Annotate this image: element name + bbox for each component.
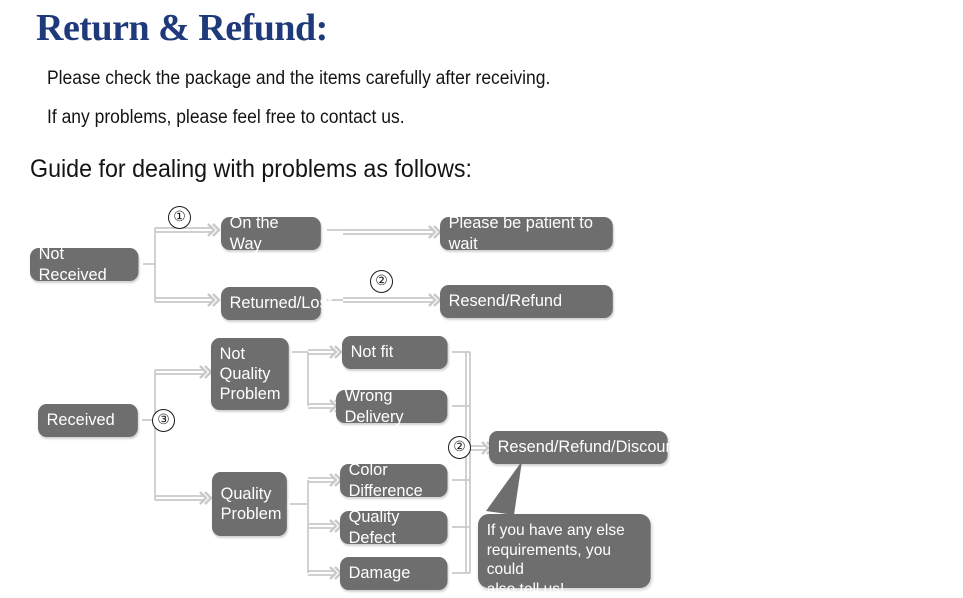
node-resend-refund[interactable]: Resend/Refund [440, 285, 613, 318]
node-wrong-delivery[interactable]: Wrong Delivery [336, 386, 448, 426]
node-returned-lost[interactable]: Returned/Lost [221, 287, 332, 320]
node-resend-refund-discount[interactable]: Resend/Refund/Discount [489, 431, 679, 464]
intro-line-2: If any problems, please feel free to con… [47, 107, 405, 128]
node-damage[interactable]: Damage [340, 557, 448, 590]
step-marker-2-top: ② [370, 270, 393, 293]
node-not-received[interactable]: Not Received [30, 244, 139, 284]
node-on-the-way[interactable]: On the Way [221, 213, 321, 253]
step-marker-1: ① [168, 206, 191, 229]
node-not-quality-problem[interactable]: Not Quality Problem [211, 338, 289, 410]
guide-heading: Guide for dealing with problems as follo… [30, 155, 472, 183]
node-quality-problem[interactable]: Quality Problem [212, 472, 287, 536]
node-please-be-patient-to-wait[interactable]: Please be patient to wait [440, 213, 613, 253]
page-title: Return & Refund: [36, 7, 328, 49]
node-quality-defect[interactable]: Quality Defect [340, 507, 448, 547]
intro-line-1: Please check the package and the items c… [47, 68, 551, 89]
step-marker-3: ③ [152, 409, 175, 432]
node-received[interactable]: Received [38, 404, 138, 437]
node-color-difference[interactable]: Color Difference [340, 460, 448, 500]
callout-bubble: If you have any else requirements, you c… [478, 514, 651, 598]
step-marker-2-bottom: ② [448, 436, 471, 459]
node-not-fit[interactable]: Not fit [342, 336, 448, 369]
